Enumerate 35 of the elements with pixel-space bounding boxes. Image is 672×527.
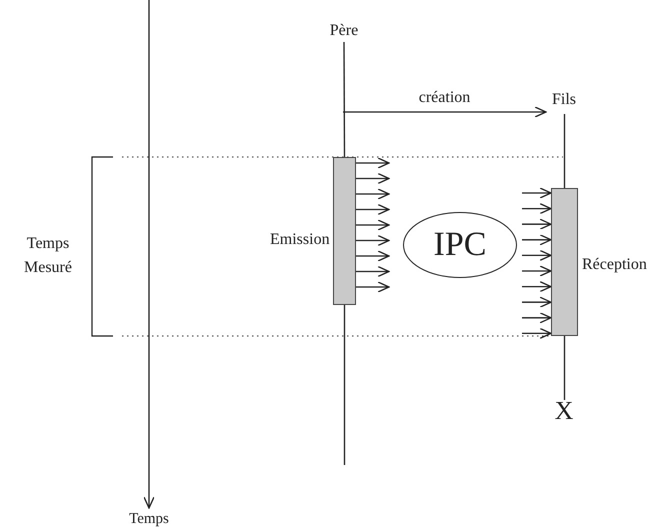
- message-arrow: [356, 157, 390, 169]
- message-arrow: [522, 280, 552, 292]
- message-arrow: [522, 328, 552, 340]
- node-label: X: [552, 398, 576, 424]
- bar-label: Réception: [582, 257, 647, 273]
- bracket-label: Temps Mesuré: [23, 234, 73, 278]
- ipc-ellipse: IPC: [403, 212, 517, 278]
- lifeline: [343, 42, 346, 157]
- message-arrow: [356, 204, 390, 216]
- message-arrow: [356, 266, 390, 278]
- message-arrow: [522, 250, 552, 262]
- node-label: Temps: [128, 511, 170, 527]
- activity-bar: [551, 188, 578, 336]
- message-arrow: [522, 218, 552, 230]
- message-arrow: [356, 219, 390, 231]
- message-arrow: [522, 187, 552, 199]
- lifeline: [564, 114, 566, 188]
- lifeline: [564, 336, 566, 400]
- message-arrow: [356, 250, 390, 262]
- message-arrow: [522, 312, 552, 324]
- arrow: [343, 106, 547, 118]
- message-arrow: [356, 188, 390, 200]
- message-arrow: [356, 172, 390, 184]
- message-arrow: [522, 296, 552, 308]
- node-label: Père: [328, 22, 360, 40]
- message-arrow: [522, 202, 552, 214]
- lifeline: [344, 305, 346, 465]
- message-arrow: [356, 281, 390, 293]
- message-arrow: [522, 234, 552, 246]
- arrow: [143, 0, 155, 509]
- node-label: Fils: [547, 88, 581, 112]
- bar-label: Emission: [270, 232, 330, 248]
- activity-bar: [333, 157, 356, 305]
- message-arrow: [356, 234, 390, 246]
- message-arrow: [522, 265, 552, 277]
